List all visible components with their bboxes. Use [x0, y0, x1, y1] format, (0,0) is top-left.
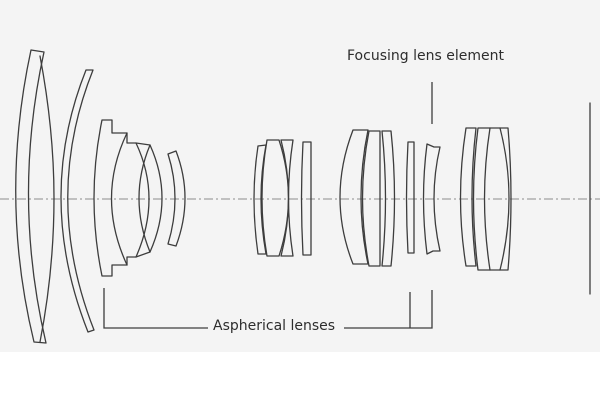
- lens-element-18: [459, 127, 477, 267]
- lens-element-13: [339, 129, 369, 265]
- lens-element-14: [361, 130, 381, 267]
- lens-element-4: [93, 119, 128, 277]
- lens-element-9: [253, 144, 267, 255]
- focusing-lens-label: Focusing lens element: [344, 48, 507, 64]
- lens-element-1: [15, 49, 47, 344]
- lens-element-8: [167, 150, 186, 247]
- lens-element-21: [499, 127, 512, 271]
- lens-element-12: [300, 141, 312, 256]
- lens-element-3: [60, 69, 95, 333]
- lens-element-7: [138, 144, 151, 253]
- lens-element-6: [135, 142, 163, 258]
- aspherical-bracket: [103, 288, 433, 329]
- focusing-lens-element: [422, 143, 441, 255]
- lens-element-20: [489, 127, 510, 271]
- lens-element-11: [280, 139, 294, 257]
- lens-element-15: [381, 130, 396, 267]
- lens-element-16: [405, 141, 415, 254]
- aspherical-lenses-label: Aspherical lenses: [210, 318, 339, 334]
- lens-element-2: [39, 55, 55, 343]
